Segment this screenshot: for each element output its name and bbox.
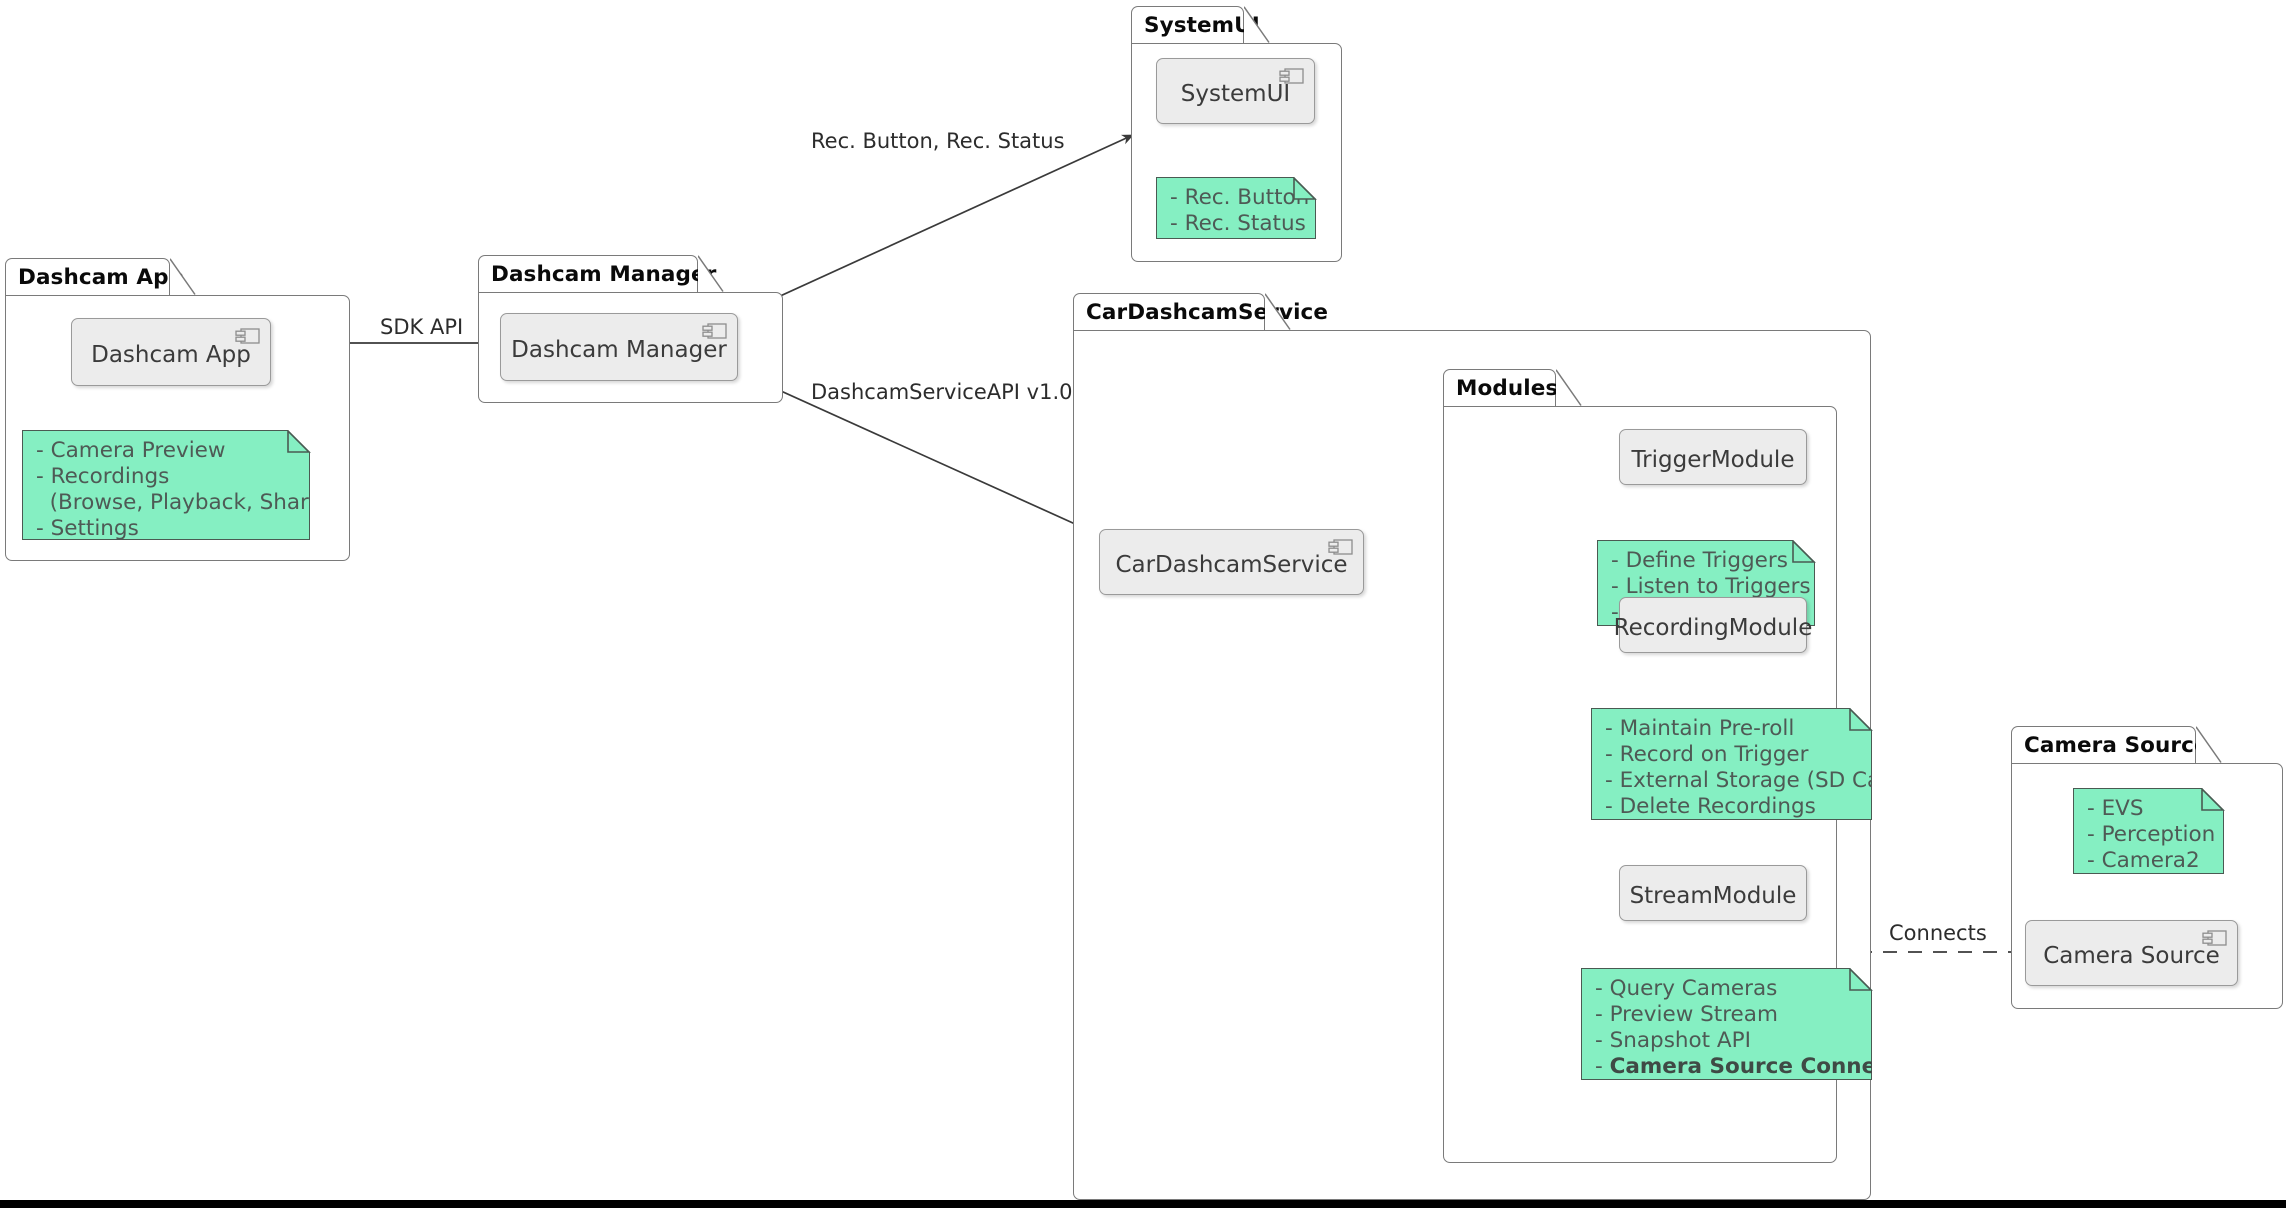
package-tab-dashcam-manager: Dashcam Manager bbox=[478, 255, 716, 293]
uml-component-icon bbox=[235, 328, 260, 344]
package-tab-slant bbox=[1244, 6, 1270, 44]
component-label: StreamModule bbox=[1629, 883, 1797, 909]
package-tab-slant bbox=[698, 255, 724, 293]
note-camera-source: - EVS - Perception - Camera2 bbox=[2073, 788, 2224, 874]
note-text: - Maintain Pre-roll - Record on Trigger … bbox=[1605, 716, 1911, 819]
note-text: - Query Cameras - Preview Stream - Snaps… bbox=[1595, 976, 1937, 1079]
package-tab-slant bbox=[1265, 293, 1291, 331]
note-fold-streammodule bbox=[1849, 968, 1873, 991]
component-triggermodule[interactable]: TriggerModule bbox=[1619, 429, 1807, 485]
uml-component-icon bbox=[1328, 539, 1353, 555]
package-tab-modules: Modules bbox=[1443, 369, 1559, 407]
package-tab-camera-source: Camera Source bbox=[2011, 726, 2209, 764]
component-streammodule[interactable]: StreamModule bbox=[1619, 865, 1807, 921]
edge-label-service-api: DashcamServiceAPI v1.0 bbox=[811, 380, 1073, 404]
component-recordingmodule[interactable]: RecordingModule bbox=[1614, 597, 1812, 653]
component-camera-source[interactable]: Camera Source bbox=[2025, 920, 2238, 986]
edge-label-connects: Connects bbox=[1889, 921, 1987, 945]
package-tab-slant bbox=[2196, 726, 2222, 764]
note-systemui: - Rec. Button - Rec. Status bbox=[1156, 177, 1316, 239]
edge-rec-status bbox=[731, 134, 1134, 319]
package-label: Camera Source bbox=[2024, 733, 2209, 758]
bottom-bar bbox=[0, 1200, 2286, 1208]
package-tab-slant bbox=[170, 258, 196, 296]
package-tab-systemui: SystemUI bbox=[1131, 6, 1260, 44]
package-label: Dashcam App bbox=[18, 265, 185, 290]
note-dashcam-app: - Camera Preview - Recordings (Browse, P… bbox=[22, 430, 310, 540]
note-fold-camera-source bbox=[2201, 788, 2225, 811]
note-recordingmodule: - Maintain Pre-roll - Record on Trigger … bbox=[1591, 708, 1872, 820]
edge-label-sdk-api: SDK API bbox=[380, 315, 464, 339]
package-label: Modules bbox=[1456, 376, 1559, 401]
edge-label-rec-status: Rec. Button, Rec. Status bbox=[811, 129, 1065, 153]
note-fold-systemui bbox=[1293, 177, 1317, 200]
component-systemui[interactable]: SystemUI bbox=[1156, 58, 1315, 124]
package-label: SystemUI bbox=[1144, 13, 1260, 38]
package-camera-source: Camera Source - EVS - Perception - Camer… bbox=[2011, 726, 2283, 1009]
component-label: RecordingModule bbox=[1613, 615, 1813, 641]
note-fold-dashcam-app bbox=[287, 430, 311, 453]
package-label: Dashcam Manager bbox=[491, 262, 717, 287]
package-tab-cardashcamservice: CarDashcamService bbox=[1073, 293, 1328, 331]
package-tab-slant bbox=[1556, 369, 1582, 407]
component-label: Dashcam Manager bbox=[511, 337, 727, 363]
package-tab-dashcam-app: Dashcam App bbox=[5, 258, 184, 296]
note-text: - Rec. Button - Rec. Status bbox=[1170, 185, 1310, 236]
uml-component-icon bbox=[1279, 68, 1304, 84]
component-label: CarDashcamService bbox=[1115, 552, 1348, 578]
component-dashcam-manager[interactable]: Dashcam Manager bbox=[500, 313, 738, 381]
component-label: SystemUI bbox=[1180, 81, 1291, 107]
component-cardashcamservice[interactable]: CarDashcamService bbox=[1099, 529, 1364, 595]
uml-component-icon bbox=[702, 323, 727, 339]
uml-component-icon bbox=[2202, 930, 2227, 946]
package-dashcam-app: Dashcam App Dashcam App - Camera Preview… bbox=[5, 258, 350, 561]
component-label: TriggerModule bbox=[1631, 447, 1795, 473]
component-label: Dashcam App bbox=[91, 342, 251, 368]
package-systemui: SystemUI SystemUI - Rec. Button - Rec. S… bbox=[1131, 6, 1342, 262]
note-fold-recordingmodule bbox=[1849, 708, 1873, 731]
note-text: - EVS - Perception - Camera2 bbox=[2087, 796, 2216, 873]
package-label: CarDashcamService bbox=[1086, 300, 1329, 325]
component-dashcam-app[interactable]: Dashcam App bbox=[71, 318, 271, 386]
note-text: - Camera Preview - Recordings (Browse, P… bbox=[36, 438, 331, 541]
package-modules: Modules TriggerModule - Define Triggers … bbox=[1443, 369, 1837, 1163]
component-label: Camera Source bbox=[2043, 943, 2220, 969]
package-cardashcamservice: CarDashcamService CarDashcamService Modu… bbox=[1073, 293, 1871, 1200]
note-fold-triggermodule bbox=[1792, 540, 1816, 563]
package-dashcam-manager: Dashcam Manager Dashcam Manager bbox=[478, 255, 783, 403]
note-streammodule: - Query Cameras - Preview Stream - Snaps… bbox=[1581, 968, 1872, 1080]
